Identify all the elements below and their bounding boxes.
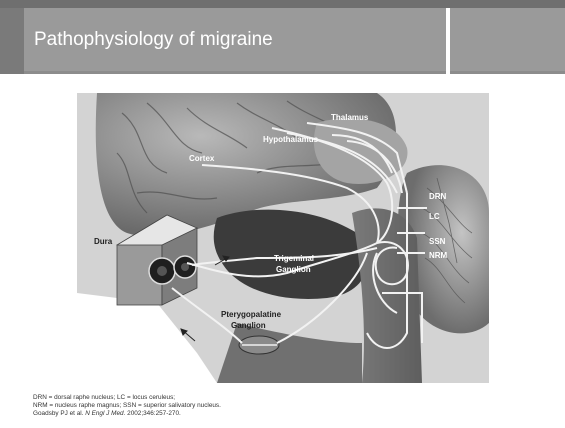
- footnote-line-1: DRN = dorsal raphe nucleus; LC = locus c…: [33, 394, 221, 402]
- footnote: DRN = dorsal raphe nucleus; LC = locus c…: [33, 394, 221, 418]
- header-top-rule: [0, 0, 565, 8]
- slide-title: Pathophysiology of migraine: [34, 29, 273, 51]
- citation-authors: Goadsby PJ et al.: [33, 410, 85, 417]
- footnote-citation: Goadsby PJ et al. N Engl J Med. 2002;346…: [33, 410, 221, 418]
- title-bar: Pathophysiology of migraine: [0, 0, 565, 74]
- label-pterygopalatine-line2: Ganglion: [231, 321, 266, 330]
- brain-diagram: Thalamus Hypothalamus Cortex DRN LC SSN …: [77, 93, 489, 383]
- label-ssn: SSN: [429, 237, 446, 246]
- header-right-panel: [450, 8, 565, 71]
- label-nrm: NRM: [429, 251, 448, 260]
- citation-journal: N Engl J Med.: [85, 410, 125, 417]
- label-trigeminal-line1: Trigeminal: [274, 254, 314, 263]
- footnote-line-2: NRM = nucleus raphe magnus; SSN = superi…: [33, 402, 221, 410]
- label-drn: DRN: [429, 192, 447, 201]
- label-cortex: Cortex: [189, 154, 215, 163]
- label-dura: Dura: [94, 237, 113, 246]
- label-pterygopalatine-line1: Pterygopalatine: [221, 310, 282, 319]
- label-thalamus: Thalamus: [331, 113, 369, 122]
- label-hypothalamus: Hypothalamus: [263, 135, 319, 144]
- label-trigeminal-line2: Ganglion: [276, 265, 311, 274]
- migraine-pathway-illustration: Thalamus Hypothalamus Cortex DRN LC SSN …: [77, 93, 489, 383]
- citation-details: 2002;346:257-270.: [125, 410, 180, 417]
- header-left-strip: [0, 8, 24, 74]
- label-lc: LC: [429, 212, 440, 221]
